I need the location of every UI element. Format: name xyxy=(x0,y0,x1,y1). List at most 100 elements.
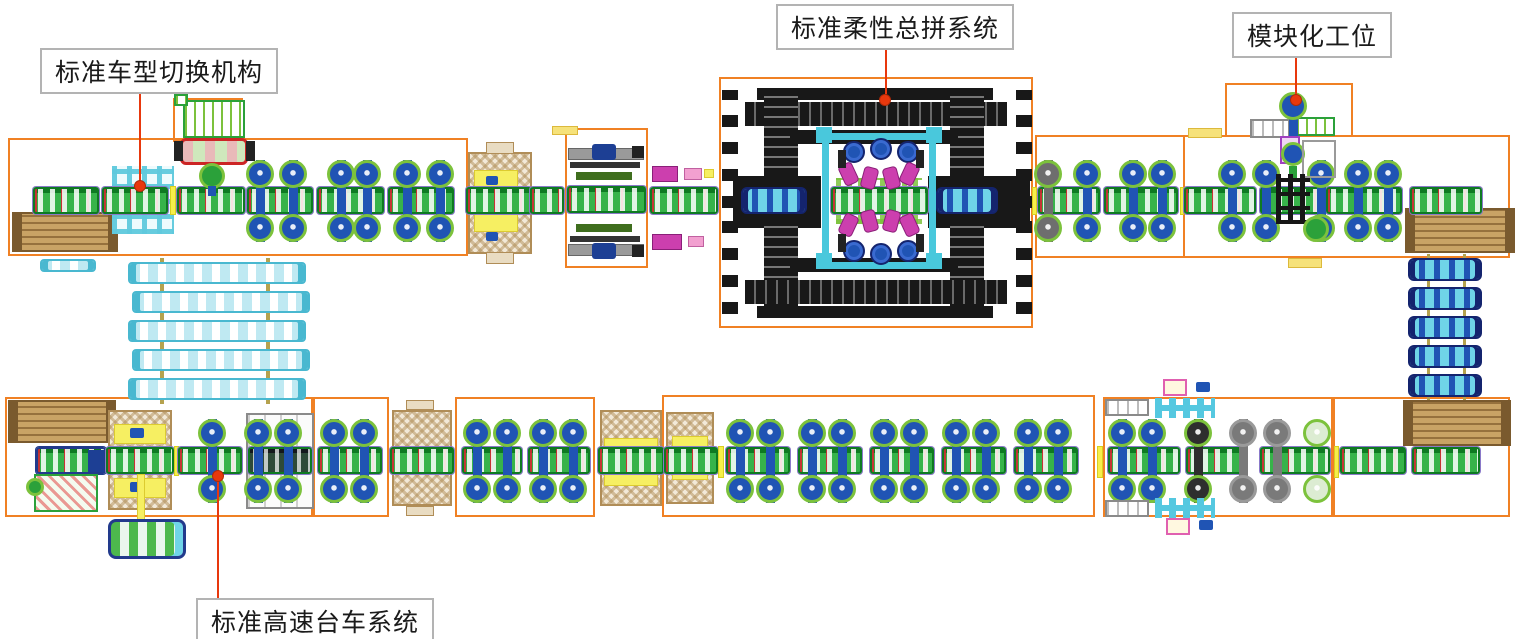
callout-line xyxy=(885,40,887,94)
label-high-speed-trolley: 标准高速台车系统 xyxy=(196,598,435,639)
nc-locator xyxy=(870,243,892,265)
fixture-glyph xyxy=(130,428,144,438)
hatch-tab xyxy=(406,506,434,516)
return-sled xyxy=(1408,258,1482,281)
trolley-station xyxy=(327,160,355,242)
junction-bar xyxy=(1097,446,1103,478)
trolley-station xyxy=(942,419,970,503)
trolley-station xyxy=(726,419,754,503)
conveyor-segment xyxy=(33,187,99,214)
clamp-fixture xyxy=(652,166,678,182)
junction-bar xyxy=(1334,446,1339,478)
pallet-sled xyxy=(741,187,807,214)
framing-beam xyxy=(757,88,993,100)
trolley-station xyxy=(1252,160,1280,242)
return-sled xyxy=(1408,287,1482,310)
framing-beam xyxy=(757,306,993,318)
pickup-station xyxy=(34,474,98,512)
trolley-station xyxy=(972,419,1000,503)
callout-dot xyxy=(1290,94,1302,106)
trolley-station xyxy=(870,419,898,503)
trolley-station xyxy=(1034,160,1062,242)
framing-feet xyxy=(1016,218,1032,314)
trolley-station xyxy=(198,419,226,503)
frame-bar xyxy=(838,234,846,252)
junction-bar xyxy=(170,186,176,215)
frame-bar xyxy=(570,236,640,242)
conveyor-segment xyxy=(102,187,168,214)
trolley-station xyxy=(1229,419,1257,503)
label-modular-station: 模块化工位 xyxy=(1232,12,1393,58)
trolley-station xyxy=(1014,419,1042,503)
trolley-station xyxy=(1263,419,1291,503)
transfer-table xyxy=(1403,400,1511,446)
changeover-unit xyxy=(180,138,248,165)
parts-rack xyxy=(1105,399,1149,416)
trolley-station xyxy=(246,160,274,242)
transfer-table xyxy=(12,212,118,252)
conveyor-segment xyxy=(36,447,106,474)
trolley-station xyxy=(320,419,348,503)
gripper-bar xyxy=(576,224,632,232)
trolley-station xyxy=(244,419,272,503)
frame-bar xyxy=(838,150,846,168)
lift-post xyxy=(1289,166,1297,178)
conveyor-segment xyxy=(1410,187,1482,214)
fixture-glyph xyxy=(1199,520,1213,530)
trolley-station xyxy=(426,160,454,242)
pallet-block xyxy=(88,450,104,472)
clamp-fixture xyxy=(684,168,702,180)
border-tag xyxy=(1288,258,1322,268)
side-block xyxy=(246,141,255,161)
return-sled xyxy=(1408,345,1482,368)
callout-line xyxy=(1295,48,1297,94)
trolley-station xyxy=(559,419,587,503)
parts-rack xyxy=(1105,500,1149,517)
transfer-table xyxy=(8,400,116,443)
nc-locator xyxy=(870,138,892,160)
trolley-station xyxy=(1119,160,1147,242)
conveyor-segment xyxy=(530,187,564,214)
trolley-station xyxy=(1148,160,1176,242)
trolley-station xyxy=(463,419,491,503)
conveyor-segment xyxy=(664,447,718,474)
side-block xyxy=(174,141,183,161)
zone-bottom-2 xyxy=(313,397,389,517)
modular-cell-outline xyxy=(1302,140,1336,178)
trolley-station xyxy=(1344,160,1372,242)
lift-post xyxy=(1289,118,1298,136)
junction-bar xyxy=(718,446,724,478)
return-sled xyxy=(1408,374,1482,397)
trolley-station xyxy=(274,419,302,503)
frame-bar xyxy=(916,234,924,252)
trolley-station xyxy=(493,419,521,503)
trolley-station xyxy=(393,160,421,242)
trolley-station xyxy=(1374,160,1402,242)
trolley-station xyxy=(1218,160,1246,242)
junction-bar xyxy=(1180,187,1184,215)
conveyor-segment xyxy=(650,187,718,214)
trolley-station xyxy=(1184,419,1212,503)
conveyor-segment xyxy=(598,447,664,474)
modular-welder xyxy=(1276,174,1310,224)
ram-carriage xyxy=(592,243,616,259)
return-sled xyxy=(1408,316,1482,339)
nc-locator xyxy=(843,141,865,163)
hatch-tab xyxy=(486,142,514,154)
trolley-station xyxy=(529,419,557,503)
fixture-glyph xyxy=(486,232,498,241)
callout-dot xyxy=(212,470,224,482)
turntable xyxy=(26,478,44,496)
ram-carriage xyxy=(592,144,616,160)
ram-tip xyxy=(632,245,644,257)
trolley-station xyxy=(828,419,856,503)
return-sled xyxy=(128,378,306,400)
turntable xyxy=(1303,216,1329,242)
return-sled xyxy=(128,262,306,284)
return-sled xyxy=(132,291,310,313)
tag-station xyxy=(1163,379,1187,396)
trolley-station xyxy=(1108,419,1136,503)
trolley-station xyxy=(353,160,381,242)
conveyor-segment xyxy=(1340,447,1406,474)
pallet-sled xyxy=(936,187,998,214)
